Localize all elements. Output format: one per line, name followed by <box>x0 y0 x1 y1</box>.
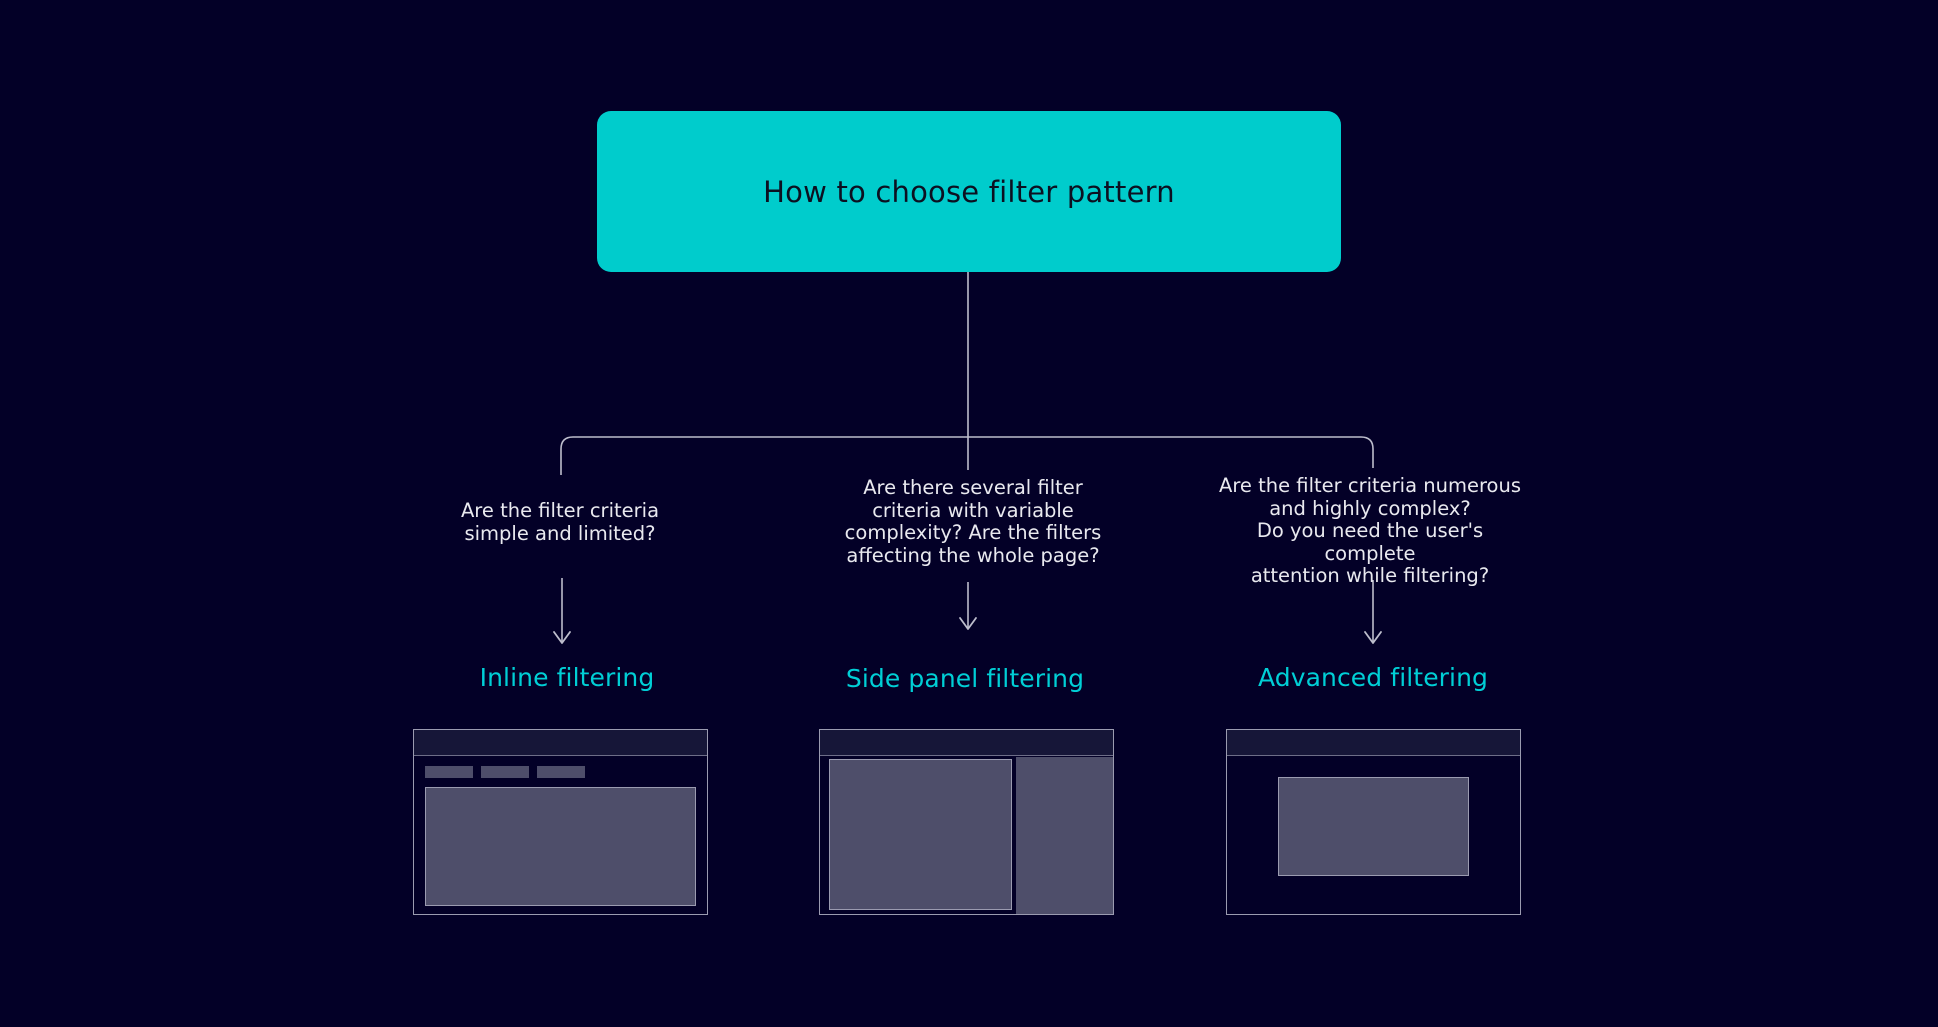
arrow-head-inline <box>553 631 571 644</box>
wireframe-side-panel <box>1016 757 1113 914</box>
wireframe-header-bar <box>1227 730 1520 756</box>
wireframe-filter-chip <box>537 766 585 778</box>
arrow-head-advanced <box>1364 631 1382 644</box>
branch-question-side-panel: Are there several filter criteria with v… <box>844 476 1102 567</box>
wireframe-filter-chips <box>425 766 585 778</box>
wireframe-modal-dialog <box>1278 777 1469 876</box>
wireframe-header-bar <box>414 730 707 756</box>
outcome-label-side-panel[interactable]: Side panel filtering <box>845 664 1085 693</box>
wireframe-content-area <box>425 787 696 906</box>
branch-question-advanced: Are the filter criteria numerous and hig… <box>1218 474 1521 587</box>
side-panel-filter-wireframe <box>819 729 1114 915</box>
root-node[interactable]: How to choose filter pattern <box>597 111 1341 272</box>
outcome-label-advanced[interactable]: Advanced filtering <box>1257 663 1489 692</box>
outcome-label-inline[interactable]: Inline filtering <box>479 663 655 692</box>
root-node-label: How to choose filter pattern <box>763 174 1175 209</box>
advanced-filter-wireframe <box>1226 729 1521 915</box>
branch-question-inline: Are the filter criteria simple and limit… <box>460 499 660 545</box>
branch-rail-connector <box>560 436 1374 475</box>
inline-filter-wireframe <box>413 729 708 915</box>
wireframe-header-bar <box>820 730 1113 756</box>
wireframe-filter-chip <box>481 766 529 778</box>
wireframe-content-area <box>829 759 1012 910</box>
wireframe-filter-chip <box>425 766 473 778</box>
arrow-head-side-panel <box>959 617 977 630</box>
